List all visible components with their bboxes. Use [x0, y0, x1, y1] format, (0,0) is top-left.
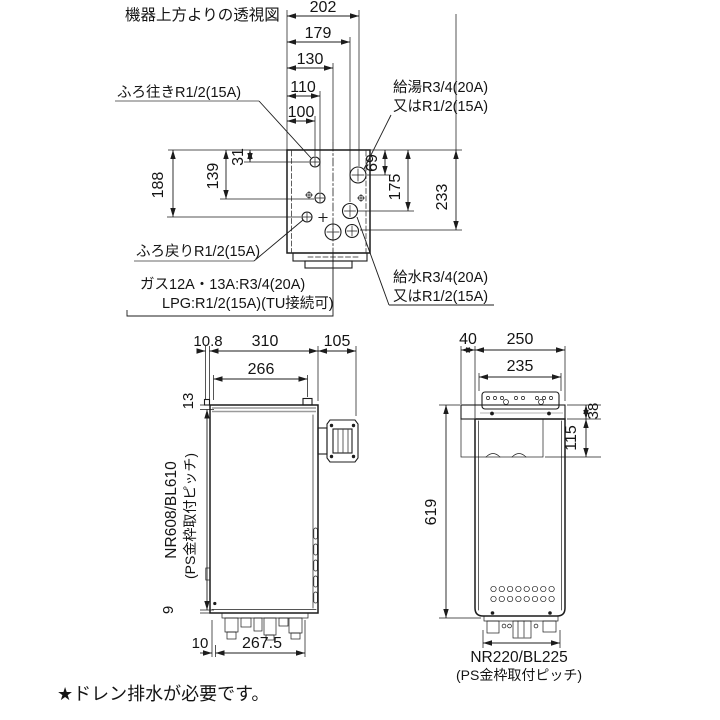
dim-38: 38	[585, 403, 602, 420]
side-view-dims-bottom: 10 267.5	[192, 620, 306, 657]
dim-10: 10	[192, 635, 209, 652]
side-view: 10.8 310 105 266 13 NR608/BL610 (PS金枠取付ピ…	[160, 333, 359, 657]
dim-235: 235	[507, 358, 534, 375]
side-view-dims-left: 13 NR608/BL610 (PS金枠取付ピッチ) 9	[160, 393, 214, 614]
dim-175: 175	[387, 174, 404, 201]
label-bath-out: ふろ往きR1/2(15A)	[117, 84, 241, 101]
top-view-dims-right: 69 175 233	[358, 14, 462, 231]
front-view-dims-right: 38 115	[545, 403, 602, 458]
top-view-labels: ふろ往きR1/2(15A) 給湯R3/4(20A) 又はR1/2(15A) ふろ…	[115, 79, 494, 317]
dim-250: 250	[507, 331, 534, 348]
dim-110: 110	[290, 79, 316, 96]
dim-69: 69	[364, 154, 381, 172]
front-view-dims-left: 619	[423, 404, 481, 619]
front-view-body	[474, 418, 566, 617]
dim-266: 266	[248, 361, 275, 378]
dim-202: 202	[310, 0, 337, 16]
dim-267-5: 267.5	[242, 635, 282, 652]
front-view-dims-top: 40 250 235	[459, 331, 566, 418]
side-pitch-label: NR608/BL610	[163, 461, 180, 559]
dim-10-8: 10.8	[193, 333, 222, 350]
side-pitch-note: (PS金枠取付ピッチ)	[182, 453, 198, 579]
front-view-vent-holes	[490, 585, 555, 603]
dim-9: 9	[160, 606, 177, 614]
front-view-dims-bottom: NR220/BL225 (PS金枠取付ピッチ)	[456, 630, 582, 683]
top-view-connections	[301, 156, 367, 241]
dim-100: 100	[288, 104, 315, 121]
label-gas-1: ガス12A・13A:R3/4(20A)	[140, 276, 305, 293]
side-view-exhaust-duct	[317, 419, 359, 463]
front-pitch-label: NR220/BL225	[470, 649, 567, 666]
dim-188: 188	[150, 172, 167, 199]
top-view: 202 179 130 110 100 31 139 188	[115, 0, 494, 317]
side-view-dims-top: 10.8 310 105 266	[193, 333, 357, 416]
label-hot-water-2: 又はR1/2(15A)	[393, 98, 488, 115]
top-view-dims-horizontal: 202 179 130 110 100	[286, 0, 360, 202]
front-view-top-bracket	[481, 391, 560, 410]
side-view-bottom-pipes	[221, 612, 309, 641]
label-hot-water-1: 給湯R3/4(20A)	[393, 79, 488, 96]
dim-139: 139	[205, 163, 222, 190]
dim-105: 105	[324, 333, 351, 350]
front-view-rear-duct	[460, 404, 566, 458]
label-gas-2: LPG:R1/2(15A)(TU接続可)	[162, 295, 334, 312]
side-view-body	[203, 397, 319, 614]
dim-233: 233	[434, 184, 451, 211]
dim-130: 130	[297, 51, 324, 68]
label-cold-water-2: 又はR1/2(15A)	[393, 288, 488, 305]
front-pitch-note: (PS金枠取付ピッチ)	[456, 667, 582, 683]
dim-619: 619	[423, 499, 440, 526]
label-bath-return: ふろ戻りR1/2(15A)	[136, 243, 260, 260]
dim-40: 40	[459, 331, 477, 348]
drain-note: ★ドレン排水が必要です。	[57, 684, 269, 704]
top-view-dims-left: 31 139 188	[150, 148, 314, 218]
label-cold-water-1: 給水R3/4(20A)	[393, 269, 488, 286]
dim-115: 115	[563, 425, 580, 451]
dim-310: 310	[252, 333, 279, 350]
dim-31: 31	[230, 148, 247, 166]
dim-13: 13	[180, 393, 197, 410]
dim-179: 179	[305, 25, 332, 42]
front-view-bottom-pipes	[483, 615, 559, 639]
front-view: 40 250 235 38 115 619 NR220/BL225	[423, 331, 602, 683]
drawing-title: 機器上方よりの透視図	[125, 6, 280, 24]
